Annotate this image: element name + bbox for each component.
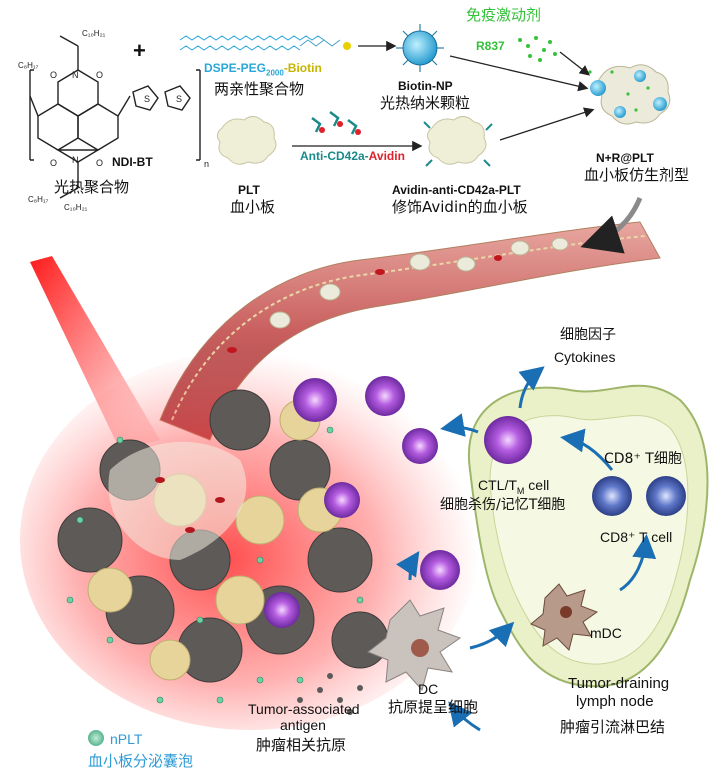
- ctl-text-1: CTL/T: [478, 477, 517, 493]
- cytokines-cn-label: 细胞因子: [560, 327, 616, 343]
- nr-plt-label: N+R@PLT: [596, 151, 654, 165]
- avidin-platelet: [423, 116, 493, 167]
- ctl-cell-main: [484, 416, 532, 464]
- nr-plt-agent: [588, 64, 671, 125]
- avidin-text: Avidin: [368, 149, 405, 163]
- cd8-t-cells: [592, 476, 686, 516]
- dc-en-label: DC: [418, 681, 439, 697]
- plt-platelet: [216, 116, 277, 165]
- ndi-bt-label: NDI-BT: [112, 155, 153, 169]
- synthesis-arrows: [292, 40, 595, 152]
- plt-label: PLT: [238, 183, 260, 197]
- nplt-legend-icon: [88, 730, 104, 746]
- svg-text:N: N: [72, 70, 79, 80]
- taa-en-line1: Tumor-associated: [248, 701, 360, 717]
- cd8-t-cn-label: CD8⁺ T细胞: [604, 451, 682, 467]
- anti-cd42a-avidin-label: Anti-CD42a-Avidin: [300, 150, 405, 162]
- dspe-peg-biotin-label: DSPE-PEG2000-Biotin: [204, 62, 322, 77]
- dspe-peg-chain: [179, 35, 341, 51]
- svg-text:O: O: [96, 70, 103, 80]
- amphiphilic-polymer-label: 两亲性聚合物: [214, 80, 305, 98]
- vessel-entry-arrow: [580, 197, 643, 254]
- tdln-en-line1: Tumor-draining: [568, 675, 670, 692]
- cd8-t-en-label: CD8⁺ T cell: [600, 529, 673, 545]
- lymph-node: [467, 384, 709, 688]
- svg-text:O: O: [50, 158, 57, 168]
- dspe-peg-sub: 2000: [266, 68, 284, 78]
- ctl-text-sub: M: [516, 485, 525, 496]
- anti-cd42a-antibodies: [311, 111, 361, 135]
- chem-c8h17-bottom: C₈H₁₇: [28, 195, 49, 204]
- tdln-cn-label: 肿瘤引流淋巴结: [560, 718, 666, 736]
- chem-c10h21-bottom: C₁₀H₂₁: [64, 203, 88, 212]
- avidin-modified-platelet-label: 修饰Avidin的血小板: [392, 198, 528, 216]
- tumor-antigen-particles: [297, 673, 363, 715]
- svg-text:S: S: [144, 94, 150, 104]
- ndi-bt-atoms: N N O O O O S S: [50, 70, 182, 168]
- taa-cn-label: 肿瘤相关抗原: [256, 736, 347, 754]
- ctl-cells-tumor: [264, 376, 460, 628]
- svg-text:N: N: [72, 155, 79, 165]
- mature-dc: [530, 583, 599, 651]
- plus-sign: +: [133, 38, 146, 63]
- r837-molecules: [518, 36, 557, 62]
- dc-cn-label: 抗原提呈细胞: [388, 698, 479, 716]
- biotin-dot: [343, 42, 351, 50]
- immune-flow-arrows: [396, 366, 657, 732]
- blood-vessel: [159, 221, 661, 441]
- chem-c10h21-top: C₁₀H₂₁: [82, 29, 106, 38]
- dendritic-cell: [367, 599, 462, 692]
- taa-en-line2: antigen: [280, 717, 326, 733]
- immune-agonist-label: 免疫激动剂: [466, 6, 542, 24]
- biotin-np-particle: [396, 24, 444, 72]
- avidin-plt-label: Avidin-anti-CD42a-PLT: [392, 183, 521, 197]
- nplt-cn-label: 血小板分泌囊泡: [88, 752, 194, 770]
- svg-text:O: O: [96, 158, 103, 168]
- r837-label: R837: [476, 39, 505, 53]
- ctl-cell-cn-label: 细胞杀伤/记忆T细胞: [440, 497, 566, 513]
- nplt-en-label: nPLT: [110, 731, 143, 747]
- dspe-peg-text: DSPE-PEG: [204, 61, 267, 75]
- chem-c8h17-top: C₈H₁₇: [18, 61, 39, 70]
- biomimetic-agent-label: 血小板仿生剂型: [584, 166, 690, 184]
- biotin-np-label: Biotin-NP: [398, 79, 453, 93]
- cytokines-en-label: Cytokines: [554, 349, 616, 365]
- anti-cd42a-text: Anti-CD42a-: [300, 149, 369, 163]
- chem-n: n: [204, 159, 210, 169]
- nplt-vesicles: [66, 426, 364, 704]
- photothermal-polymer-label: 光热聚合物: [54, 178, 130, 196]
- biotin-text: -Biotin: [283, 61, 322, 75]
- platelet-label: 血小板: [230, 198, 276, 216]
- photothermal-np-label: 光热纳米颗粒: [380, 94, 471, 112]
- mdc-label: mDC: [590, 625, 622, 641]
- svg-text:S: S: [176, 94, 182, 104]
- ctl-cell-en-label: CTL/TM cell: [478, 478, 549, 496]
- tdln-en-line2: lymph node: [576, 693, 654, 710]
- ndi-bt-structure: [29, 35, 201, 199]
- ctl-text-2: cell: [524, 477, 550, 493]
- svg-text:O: O: [50, 70, 57, 80]
